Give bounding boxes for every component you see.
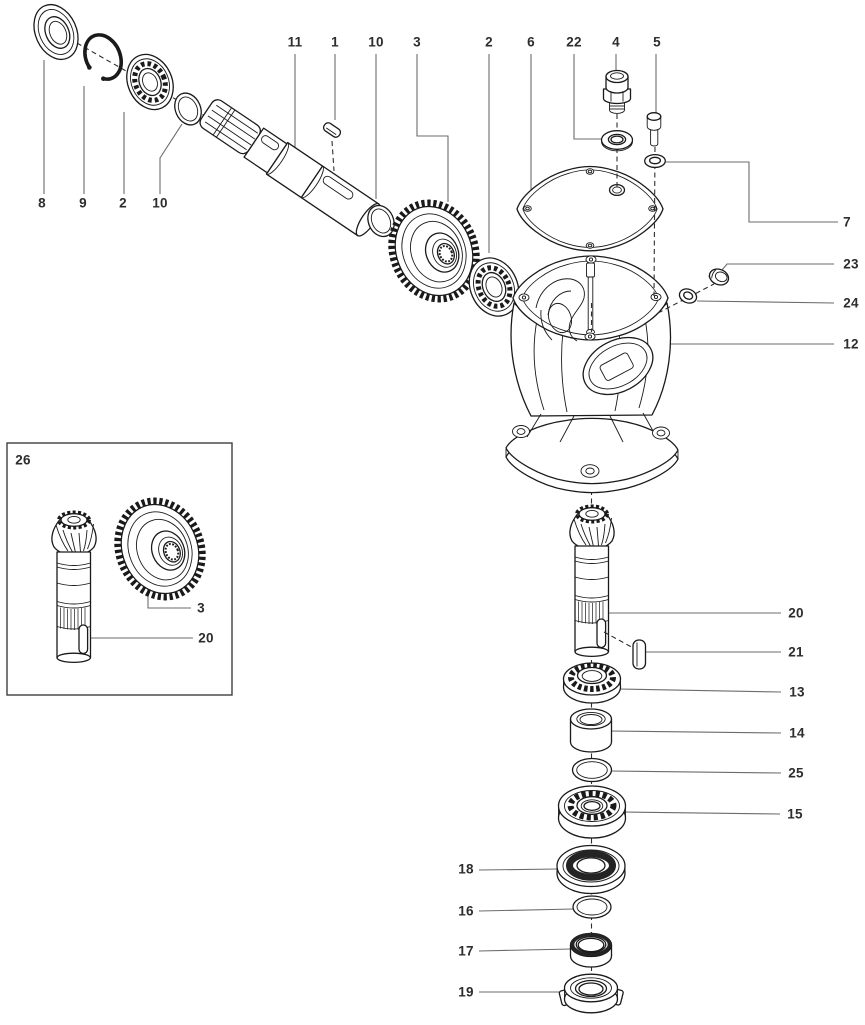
spacer-14-drawing: [569, 708, 613, 753]
callout-19: 19: [458, 984, 474, 1000]
bearing-15-drawing: [557, 785, 627, 839]
bearing-2-drawing-gear: [468, 257, 520, 317]
snap-ring-25-drawing: [571, 757, 613, 783]
leader-15: [623, 811, 781, 815]
callout-20-inset: 20: [198, 630, 214, 646]
callout-10-top-left: 10: [152, 195, 168, 211]
callout-11: 11: [287, 34, 303, 50]
callout-2-top-left: 2: [119, 195, 127, 211]
leader-7: [666, 161, 838, 223]
o-ring-10-drawing-left: [174, 92, 202, 126]
callout-23: 23: [843, 256, 859, 272]
inset-pinion-20-drawing: [49, 510, 99, 665]
axis-plug-23: [657, 283, 715, 314]
callout-5: 5: [653, 34, 661, 50]
circlip-9-drawing: [83, 33, 123, 81]
callout-22: 22: [566, 34, 582, 50]
callout-24: 24: [843, 295, 859, 311]
axis-key-21: [603, 631, 638, 651]
callout-14: 14: [789, 725, 805, 741]
leader-16: [478, 908, 575, 912]
callout-7: 7: [843, 214, 851, 230]
leader-3-gear: [416, 54, 449, 202]
o-ring-16-drawing: [572, 895, 612, 919]
callout-2-gear: 2: [485, 34, 493, 50]
callout-16: 16: [458, 903, 474, 919]
callout-1: 1: [331, 34, 339, 50]
leader-24: [696, 300, 835, 304]
callout-21: 21: [788, 644, 804, 660]
housing-12-drawing: [505, 255, 679, 1016]
taper-bearing-13-drawing: [562, 662, 622, 704]
inset-gear-3-drawing: [104, 488, 217, 610]
oil-seal-18-drawing: [556, 844, 626, 895]
callout-26: 26: [15, 452, 31, 468]
callout-6: 6: [527, 34, 535, 50]
leader-23: [721, 263, 834, 271]
callout-18: 18: [458, 861, 474, 877]
bolt-5-drawing: [646, 112, 662, 147]
o-ring-10-drawing-shaft: [367, 204, 395, 238]
callout-3-inset: 3: [197, 600, 205, 616]
bushing-17-drawing: [569, 932, 613, 968]
leader-22: [573, 54, 601, 140]
callout-17: 17: [458, 943, 474, 959]
callout-20-shaft: 20: [788, 605, 804, 621]
breather-plug-4-drawing: [602, 69, 632, 114]
leader-13: [617, 688, 782, 693]
leader-lines: [43, 54, 838, 993]
callout-9: 9: [79, 195, 87, 211]
leader-17: [478, 948, 573, 952]
leader-14: [609, 730, 782, 734]
callout-12: 12: [843, 336, 859, 352]
leader-25: [609, 770, 782, 774]
callout-3-gear: 3: [413, 34, 421, 50]
callout-10-shaft: 10: [368, 34, 384, 50]
leader-10-left: [159, 123, 183, 194]
housing-base-flange: [505, 412, 679, 494]
callout-15: 15: [787, 806, 803, 822]
housing-side-window: [582, 336, 654, 396]
callout-4: 4: [612, 34, 620, 50]
washer-7-drawing: [644, 153, 666, 169]
washer-22-drawing: [600, 130, 634, 152]
cover-6-drawing: [516, 165, 664, 252]
rim-screw-bosses: [518, 255, 662, 341]
inset-box: [6, 442, 233, 696]
plug-23-drawing: [708, 268, 730, 286]
key-1-drawing: [322, 122, 342, 172]
bearing-2-drawing-left: [126, 53, 174, 111]
callout-13: 13: [789, 684, 805, 700]
callout-8: 8: [38, 195, 46, 211]
leader-18: [478, 868, 560, 871]
oil-seal-8-drawing: [33, 4, 79, 60]
drive-shaft-11-drawing: [199, 99, 381, 237]
key-21-drawing: [632, 639, 647, 670]
washer-24-drawing: [678, 288, 698, 304]
lock-nut-19-drawing: [558, 973, 624, 1014]
callout-25: 25: [788, 765, 804, 781]
